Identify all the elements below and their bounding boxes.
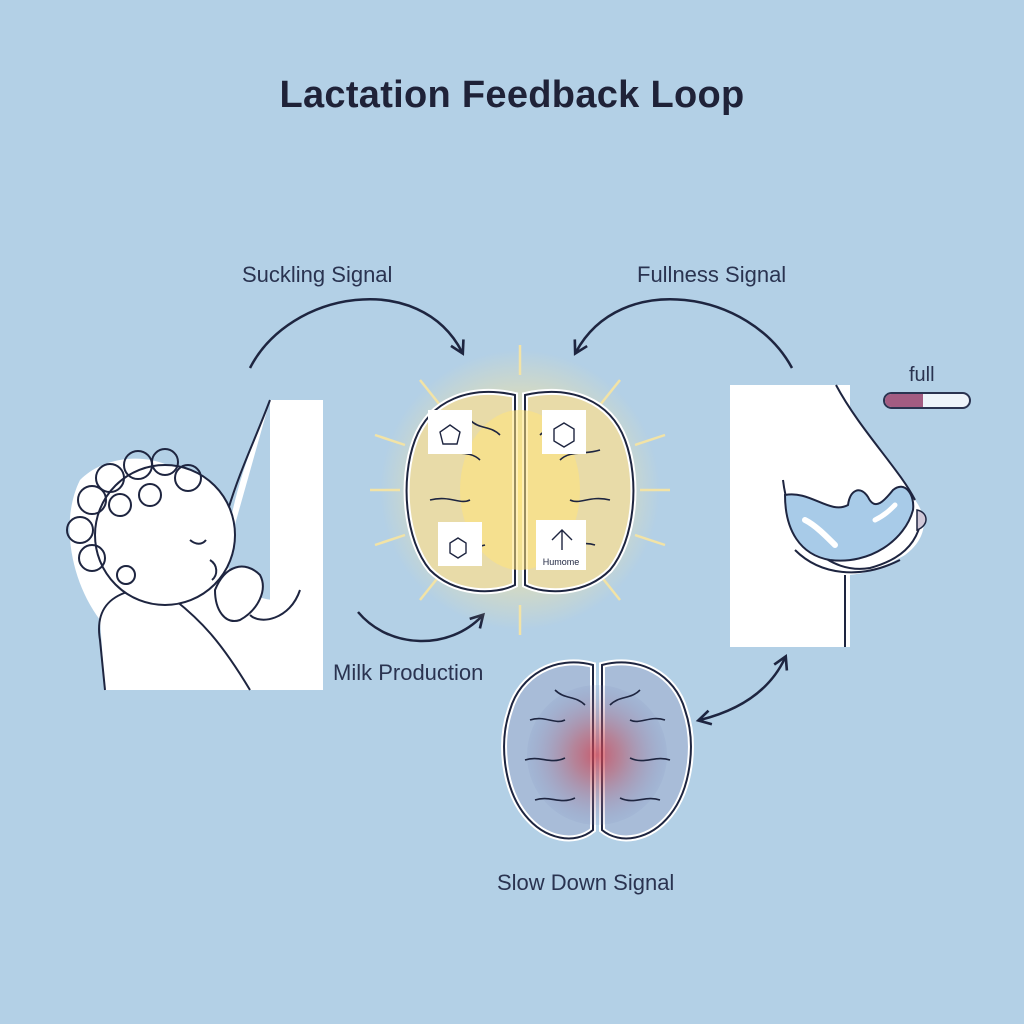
molecule-badge	[438, 522, 482, 566]
milk-production-arrow	[357, 611, 486, 643]
suckling-arrow	[248, 298, 465, 369]
brain-active-icon: Humome	[370, 345, 670, 635]
hormone-label: Humome	[543, 557, 580, 567]
slow-down-signal-label: Slow Down Signal	[497, 870, 675, 895]
fullness-gauge	[883, 392, 971, 409]
fullness-arrow	[573, 297, 794, 369]
nursing-baby-illustration	[66, 399, 323, 691]
suckling-signal-label: Suckling Signal	[242, 262, 393, 287]
breast-illustration	[730, 384, 927, 647]
fullness-signal-label: Fullness Signal	[637, 262, 787, 287]
brain-inhibit-icon	[501, 659, 694, 842]
fullness-gauge-fill	[885, 394, 923, 407]
molecule-badge	[536, 520, 586, 570]
fullness-gauge-label: full	[909, 364, 935, 386]
slow-down-arrow	[695, 654, 789, 726]
milk-production-label: Milk Production	[333, 660, 484, 685]
molecule-badge	[428, 410, 472, 454]
diagram-title: Lactation Feedback Loop	[279, 74, 745, 116]
